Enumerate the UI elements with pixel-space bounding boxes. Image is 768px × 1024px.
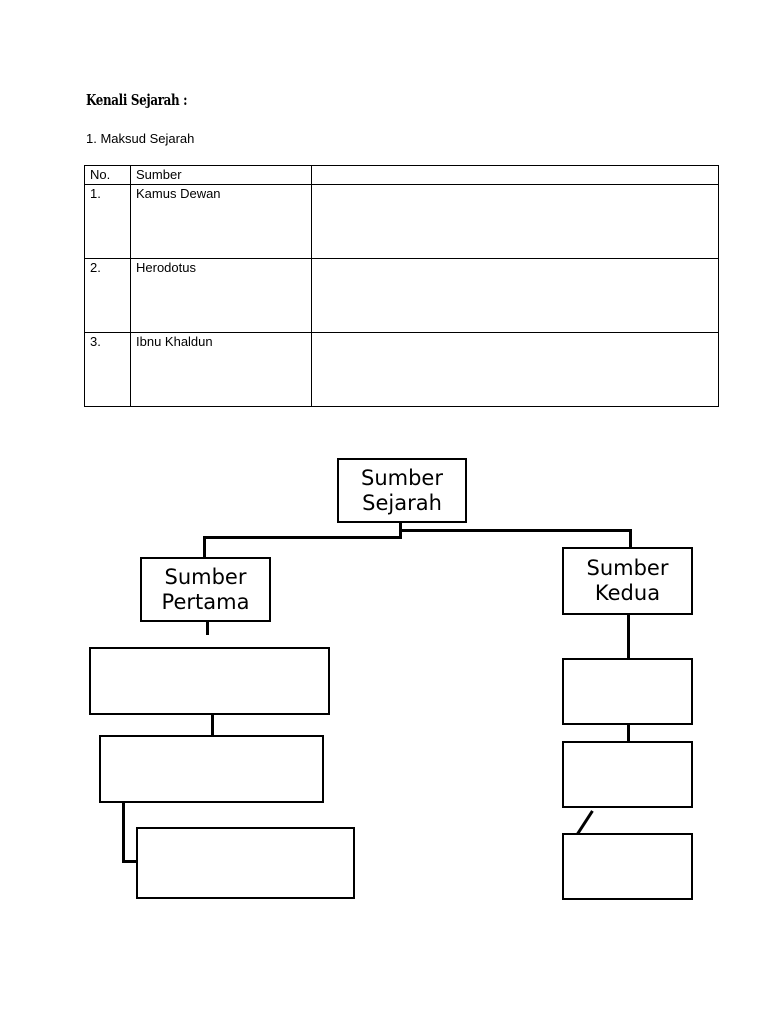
node-label-line2: Sejarah — [362, 490, 442, 515]
node-sumber-kedua[interactable]: Sumber Kedua — [562, 547, 693, 615]
node-sumber-sejarah[interactable]: Sumber Sejarah — [337, 458, 467, 523]
node-label-line1: Sumber — [586, 556, 669, 581]
node-sumber-pertama-item-3[interactable] — [136, 827, 355, 899]
cell-no: 3. — [84, 332, 131, 408]
cell-maksud[interactable] — [311, 184, 719, 260]
cell-sumber: Ibnu Khaldun — [130, 332, 312, 408]
sumber-table: No. Sumber 1. Kamus Dewan 2. Herodotus 3… — [84, 164, 719, 408]
header-cell-no: No. — [84, 164, 131, 186]
node-sumber-kedua-item-3[interactable] — [562, 833, 693, 900]
node-sumber-pertama[interactable]: Sumber Pertama — [140, 557, 271, 622]
table-header-row: No. Sumber — [84, 164, 719, 186]
section-subtitle: 1. Maksud Sejarah — [86, 131, 195, 146]
connector-drop-to-kedua — [629, 529, 632, 547]
node-sumber-kedua-item-1[interactable] — [562, 658, 693, 725]
connector-r1-to-r2 — [627, 725, 630, 743]
node-label-line1: Sumber — [361, 465, 443, 490]
connector-l2-to-l3-horiz — [122, 860, 140, 863]
connector-kedua-to-r1 — [627, 615, 630, 660]
page-title: Kenali Sejarah : — [86, 92, 188, 109]
header-cell-maksud — [311, 164, 719, 186]
connector-split-bar-right — [399, 529, 631, 532]
node-label-line2: Pertama — [161, 589, 250, 614]
cell-sumber: Herodotus — [130, 258, 312, 334]
node-label-line2: Kedua — [594, 581, 661, 605]
connector-drop-to-pertama — [203, 536, 206, 557]
connector-l1-to-l2 — [211, 715, 214, 735]
node-sumber-kedua-item-2[interactable] — [562, 741, 693, 808]
connector-split-bar-left — [203, 536, 402, 539]
connector-pertama-to-l1 — [206, 622, 209, 635]
cell-maksud[interactable] — [311, 258, 719, 334]
header-cell-sumber: Sumber — [130, 164, 312, 186]
node-sumber-pertama-item-2[interactable] — [99, 735, 324, 803]
table-row: 2. Herodotus — [84, 258, 719, 334]
table-row: 3. Ibnu Khaldun — [84, 332, 719, 408]
cell-sumber: Kamus Dewan — [130, 184, 312, 260]
connector-r2-to-r3-diagonal — [575, 810, 594, 835]
node-label-line1: Sumber — [164, 564, 247, 589]
cell-maksud[interactable] — [311, 332, 719, 408]
node-sumber-pertama-item-1[interactable] — [89, 647, 330, 715]
connector-l2-to-l3-vert — [122, 803, 125, 863]
table-row: 1. Kamus Dewan — [84, 184, 719, 260]
